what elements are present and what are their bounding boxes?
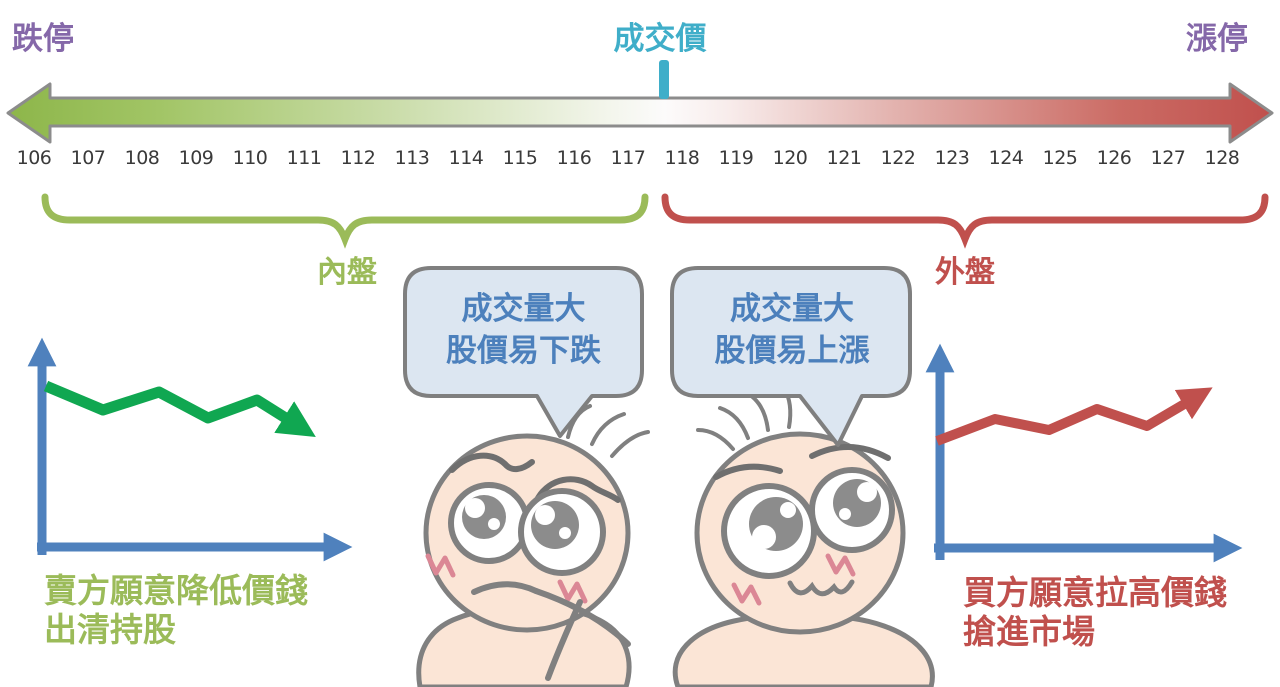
blush-icon (731, 553, 856, 606)
inner-brace (41, 193, 649, 249)
blush-icon (425, 553, 588, 604)
tick-label: 107 (70, 147, 106, 169)
tick-label: 106 (16, 147, 52, 169)
speech-bubble-left-shape (403, 266, 644, 438)
eyes-icon (448, 482, 606, 576)
deal-price-label: 成交價 (613, 21, 707, 56)
tick-label: 108 (124, 147, 160, 169)
seller-caption-line1: 賣方願意降低價錢 (44, 572, 308, 609)
buyer-chart (925, 343, 1243, 563)
tick-label: 123 (934, 147, 970, 169)
price-scale-arrow (6, 82, 1274, 144)
tick-label: 115 (502, 147, 538, 169)
tick-label: 119 (718, 147, 754, 169)
buyer-caption: 買方願意拉高價錢 搶進市場 (963, 573, 1227, 651)
mouth-icon (787, 579, 855, 597)
tick-label: 125 (1042, 147, 1078, 169)
character-excited (672, 386, 935, 687)
limit-down-label: 跌停 (12, 21, 74, 56)
eyebrows-icon (449, 452, 621, 503)
seller-caption: 賣方願意降低價錢 出清持股 (44, 571, 308, 649)
tick-label: 112 (340, 147, 376, 169)
tick-label: 126 (1096, 147, 1132, 169)
tick-label: 111 (286, 147, 322, 169)
mouth-hand-icon (471, 581, 631, 681)
tick-label: 114 (448, 147, 484, 169)
tick-label: 121 (826, 147, 862, 169)
bubble-right-line1: 成交量大 (730, 291, 854, 326)
character-worried (416, 404, 650, 687)
bubble-left-line1: 成交量大 (461, 291, 586, 326)
eyebrows-icon (713, 444, 891, 480)
speech-bubble-right-shape (670, 266, 912, 447)
buyer-caption-line2: 搶進市場 (963, 613, 1095, 650)
bubble-right-line2: 股價易上漲 (714, 333, 870, 368)
tick-label: 109 (178, 147, 214, 169)
tick-label: 124 (988, 147, 1024, 169)
tick-label: 122 (880, 147, 916, 169)
buyer-caption-line1: 買方願意拉高價錢 (963, 574, 1227, 611)
outer-market-label: 外盤 (935, 256, 995, 289)
tick-label: 120 (772, 147, 808, 169)
bubble-left-line2: 股價易下跌 (446, 333, 601, 368)
outer-brace (661, 193, 1269, 249)
seller-caption-line2: 出清持股 (44, 611, 176, 648)
price-scale-ticks: 106 107 108 109 110 111 112 113 114 115 … (10, 147, 1246, 169)
tick-label: 113 (394, 147, 430, 169)
limit-up-label: 漲停 (1186, 21, 1248, 56)
tick-label: 128 (1204, 147, 1240, 169)
speech-bubble-left-text: 成交量大 股價易下跌 (407, 288, 640, 372)
deal-price-tick-icon (659, 60, 669, 99)
tick-label: 118 (664, 147, 700, 169)
eyes-icon (721, 467, 895, 579)
tick-label: 117 (610, 147, 646, 169)
speech-bubble-right-text: 成交量大 股價易上漲 (674, 288, 910, 372)
tick-label: 127 (1150, 147, 1186, 169)
tick-label: 110 (232, 147, 268, 169)
inner-market-label: 內盤 (317, 256, 377, 289)
seller-chart (27, 337, 353, 562)
tick-label: 116 (556, 147, 592, 169)
